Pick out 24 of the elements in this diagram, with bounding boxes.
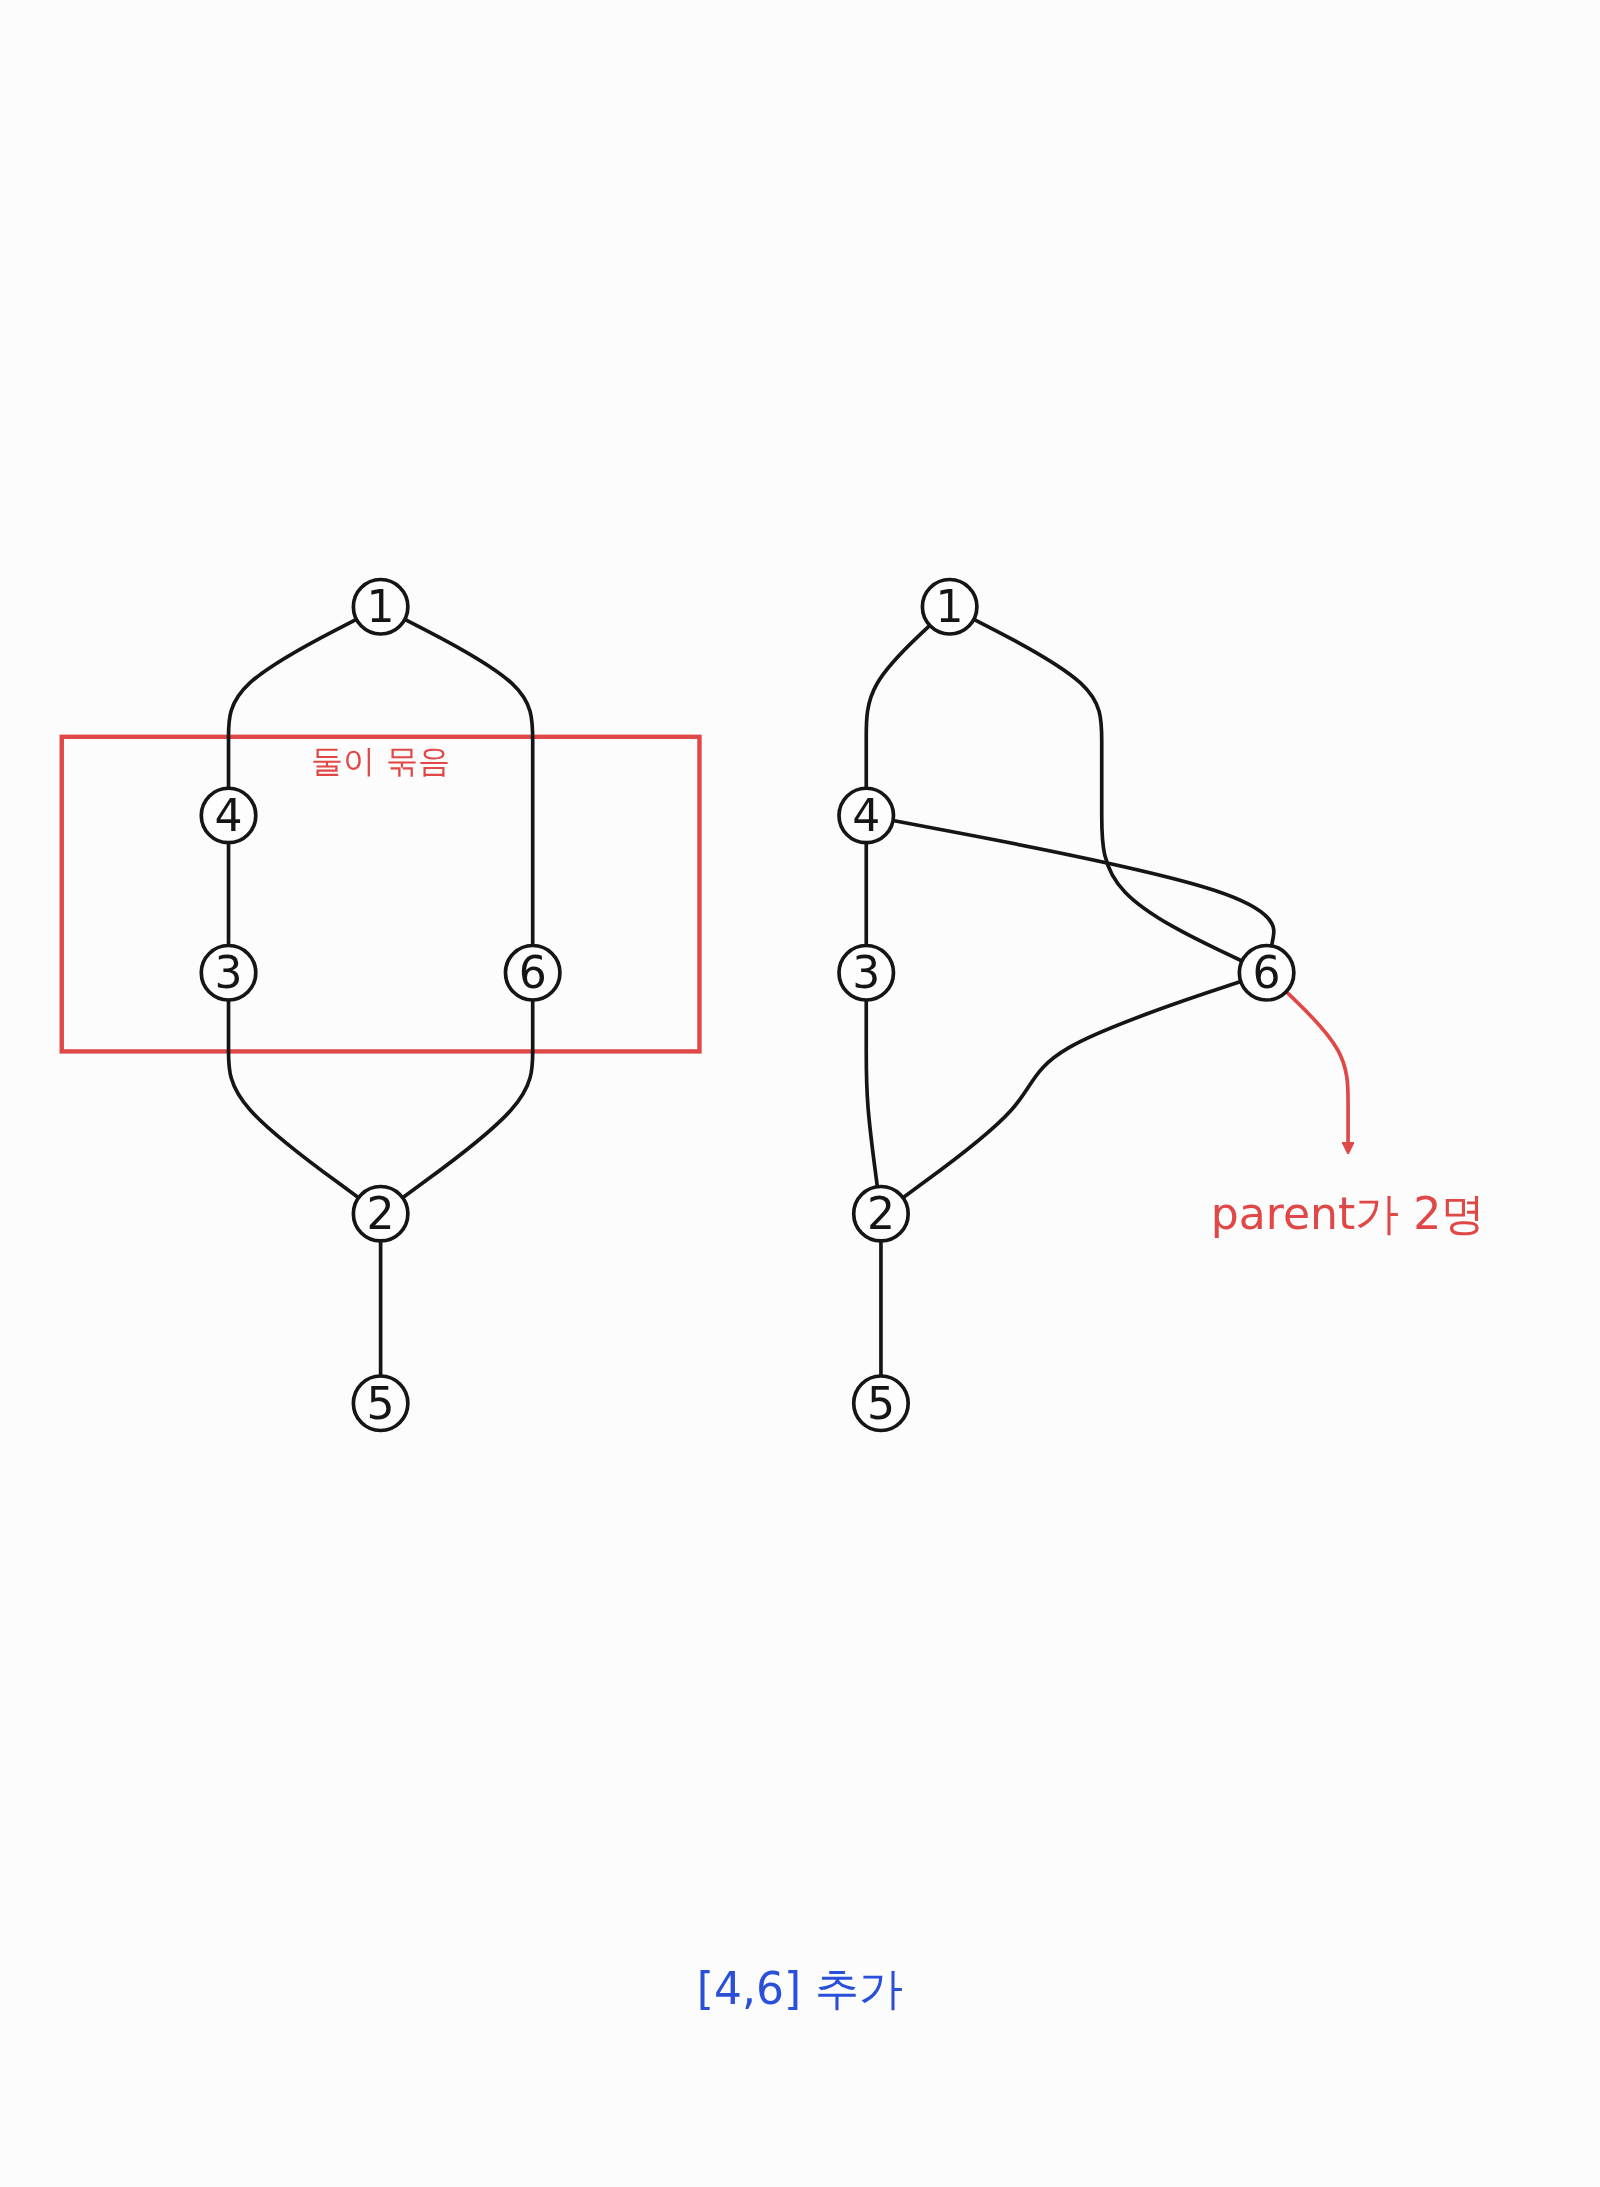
node-circle: 2 [851,1184,911,1243]
connector [864,1000,880,1187]
connector [226,1000,360,1200]
node-circle: 1 [920,577,979,636]
node-circle: 5 [851,1374,911,1433]
node-circle: 3 [199,943,258,1002]
node-circle: 1 [351,577,410,636]
node-circle: 4 [837,786,896,845]
node-circle: 5 [351,1374,410,1433]
node-circle: 6 [1237,943,1296,1002]
connector [973,617,1243,963]
arrow [1284,990,1355,1155]
node-circle: 4 [199,786,258,845]
node-text: parent가 2명 [1210,1188,1486,1240]
connector [864,842,869,946]
connector [879,1240,883,1376]
connector [401,1000,535,1200]
node-circle: 3 [837,943,896,1002]
node-circle: 6 [503,943,562,1002]
node-circle: 2 [351,1184,410,1243]
connector [378,1240,383,1376]
connector [864,624,932,789]
connector [226,842,231,946]
note-text: [4,6] 추가 [696,1962,904,2016]
